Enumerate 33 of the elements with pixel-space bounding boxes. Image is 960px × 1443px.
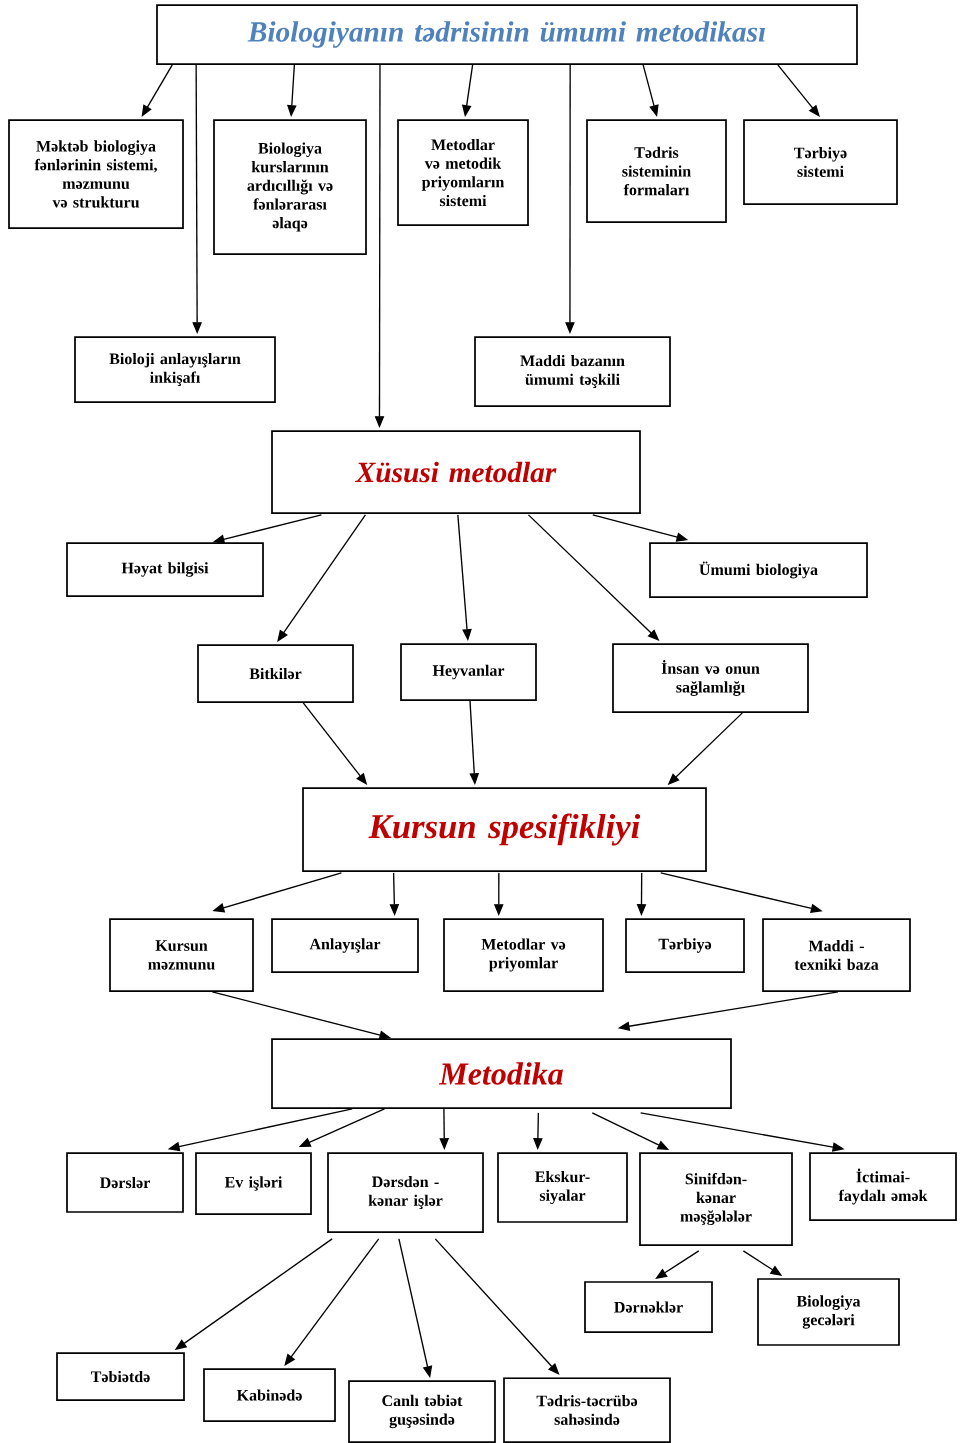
process-box: Bitkilər — [197, 644, 354, 703]
process-box: Dərslər — [66, 1152, 184, 1213]
process-box: Maddi - texniki baza — [762, 918, 911, 992]
process-box: İnsan və onun sağlamlığı — [612, 643, 809, 713]
process-box: Heyvanlar — [400, 643, 537, 701]
process-box: Təbiətdə — [56, 1352, 185, 1401]
process-box: Tədris sisteminin formaları — [586, 119, 727, 223]
process-box: Ev işləri — [195, 1152, 312, 1215]
process-box: Tədris-təcrübə sahəsində — [503, 1377, 671, 1443]
process-box: Bioloji anlayışların inkişafı — [74, 336, 276, 403]
process-box: Həyat bilgisi — [66, 542, 264, 597]
process-box: İctimai-faydalı əmək — [809, 1152, 957, 1221]
title-box: Xüsusi metodlar — [271, 430, 641, 514]
process-box: Kabinədə — [203, 1368, 336, 1422]
process-box: Məktəb biologiya fənlərinin sistemi, məzmunu və strukturu — [8, 119, 184, 229]
process-box: Anlayışlar — [271, 918, 419, 973]
process-box: Sinifdən- kənar məşğələlər — [639, 1152, 793, 1246]
process-box: Maddi bazanın ümumi təşkili — [474, 336, 671, 407]
process-box: Metodlar və metodik priyomların sistemi — [397, 119, 529, 226]
process-box: Biologiya kurslarının ardıcıllığı və fənlərarası əlaqə — [213, 119, 367, 255]
title-box: Metodika — [271, 1038, 732, 1109]
process-box: Tərbiyə sistemi — [743, 119, 898, 205]
process-box: Dərsdən - kənar işlər — [327, 1152, 484, 1233]
title-box: Biologiyanın tədrisinin ümumi metodikası — [156, 4, 858, 65]
process-box: Ümumi biologiya — [649, 542, 868, 598]
process-box: Tərbiyə — [625, 918, 745, 973]
title-box: Kursun spesifikliyi — [302, 787, 707, 872]
process-box: Metodlar və priyomlar — [443, 918, 604, 992]
process-box: Kursun məzmunu — [109, 918, 254, 992]
process-box: Ekskur- siyalar — [497, 1152, 628, 1223]
process-box: Canlı təbiət guşəsində — [348, 1380, 496, 1443]
process-box: Biologiya gecələri — [757, 1278, 900, 1346]
process-box: Dərnəklər — [584, 1281, 713, 1333]
